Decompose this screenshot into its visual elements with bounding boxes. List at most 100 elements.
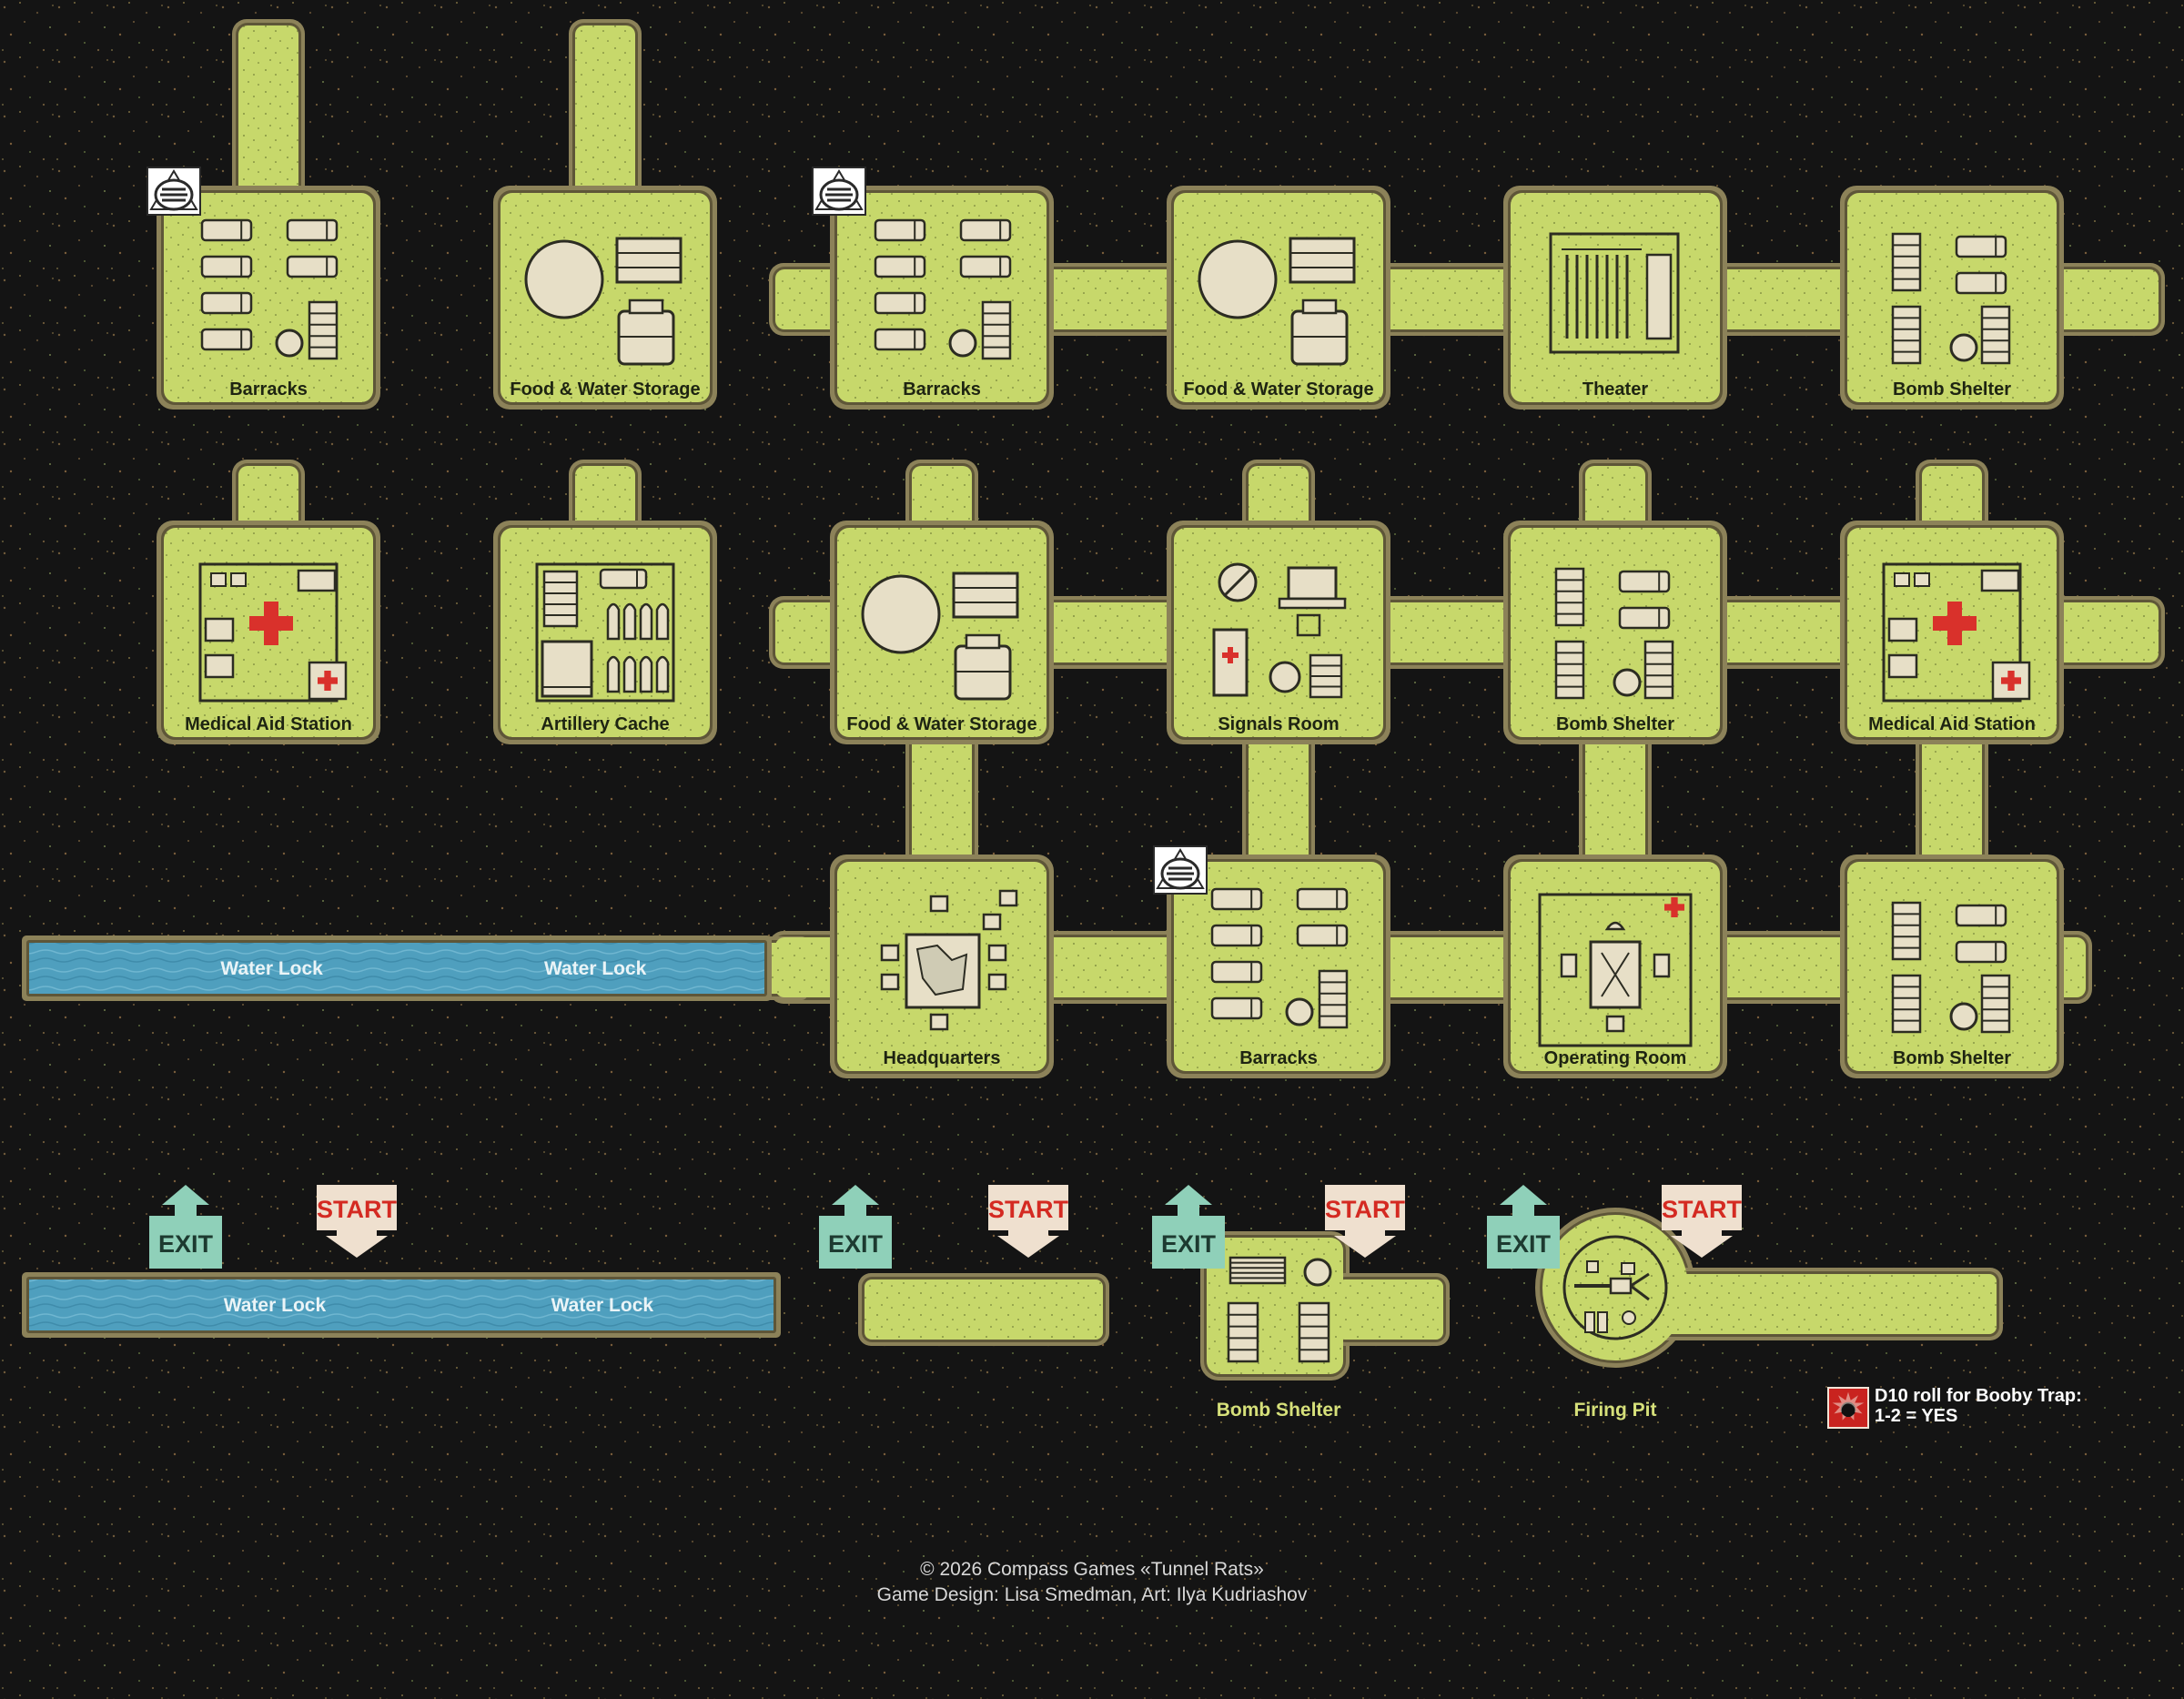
cot-icon	[1955, 235, 2007, 258]
start-sign-4[interactable]: START	[1662, 1185, 1742, 1258]
firing-pit-corridor-texture	[1638, 1274, 1997, 1334]
room-label: Headquarters	[884, 1048, 1001, 1068]
bunk-icon	[1228, 1256, 1287, 1285]
credit-designers: Game Design: Lisa Smedman, Art: Ilya Kud…	[876, 1584, 1308, 1605]
start-label: START	[317, 1196, 397, 1223]
cot-icon	[1210, 996, 1263, 1020]
bunk-icon	[1643, 640, 1674, 700]
booby-trap-line2: 1-2 = YES	[1875, 1406, 1958, 1426]
room-label: Barracks	[229, 379, 308, 399]
bunk-icon	[1980, 974, 2011, 1034]
room-label: Operating Room	[1544, 1048, 1687, 1068]
room-1[interactable]: Barracks	[157, 186, 380, 410]
water-lock-upper-link-texture	[770, 943, 801, 994]
start-sign-1[interactable]: START	[317, 1185, 397, 1258]
medical-cross-icon	[1222, 647, 1239, 663]
room-6[interactable]: Bomb Shelter	[1840, 186, 2064, 410]
start-arrow-icon	[326, 1230, 388, 1258]
room-label: Signals Room	[1218, 714, 1339, 734]
room-15[interactable]: Operating Room	[1503, 855, 1727, 1078]
exit-label: EXIT	[158, 1230, 214, 1258]
bunk-icon	[981, 300, 1012, 360]
room-7[interactable]: Medical Aid Station	[157, 521, 380, 744]
medical-cross-icon	[1664, 897, 1684, 917]
start-arrow-icon	[1671, 1230, 1733, 1258]
exit-label: EXIT	[828, 1230, 884, 1258]
room-label: Medical Aid Station	[185, 714, 352, 734]
booby-trap-line1: D10 roll for Booby Trap:	[1875, 1386, 2082, 1406]
corridor-row3-texture	[775, 937, 2086, 997]
entry-signs: EXIT EXIT EXIT EXIT START START START START	[149, 1185, 1742, 1269]
corridor-top-1-texture	[238, 25, 298, 198]
trapdoor-icon[interactable]	[811, 166, 867, 217]
room-label: Food & Water Storage	[510, 379, 700, 399]
cot-icon	[286, 218, 339, 242]
water-drum-icon	[524, 239, 604, 319]
water-drum-icon	[1949, 1002, 1978, 1031]
cot-icon	[874, 255, 926, 278]
trapdoor-icon[interactable]	[1152, 844, 1208, 895]
exit-sign-1[interactable]: EXIT	[149, 1185, 222, 1269]
exit-sign-4[interactable]: EXIT	[1487, 1185, 1560, 1269]
room-label: Food & Water Storage	[1183, 379, 1373, 399]
corridor-link-0-texture	[912, 728, 972, 874]
stool-icon	[987, 944, 1007, 962]
entry-corridor-texture	[864, 1279, 1103, 1340]
operating-table	[1538, 893, 1693, 1047]
booby-trap-rule: D10 roll for Booby Trap: 1-2 = YES	[1827, 1384, 2100, 1430]
room-2[interactable]: Food & Water Storage	[493, 186, 717, 410]
crate-icon	[615, 237, 682, 366]
stage-icon	[1549, 232, 1680, 354]
water-drum-icon	[1949, 333, 1978, 362]
bunk-icon	[1309, 653, 1343, 699]
exit-arrow-icon	[162, 1185, 209, 1219]
exit-sign-2[interactable]: EXIT	[819, 1185, 892, 1269]
room-12[interactable]: Medical Aid Station	[1840, 521, 2064, 744]
stool-icon	[998, 889, 1018, 907]
bunk-icon	[1980, 305, 2011, 365]
room-8[interactable]: Artillery Cache	[493, 521, 717, 744]
room-13[interactable]: Headquarters	[830, 855, 1054, 1078]
room-3[interactable]: Barracks	[830, 186, 1054, 410]
cot-icon	[959, 218, 1012, 242]
exit-sign-3[interactable]: EXIT	[1152, 1185, 1225, 1269]
credit-copyright: © 2026 Compass Games «Tunnel Rats»	[920, 1559, 1264, 1580]
room-5[interactable]: Theater	[1503, 186, 1727, 410]
exit-arrow-icon	[1500, 1185, 1547, 1219]
room-9[interactable]: Food & Water Storage	[830, 521, 1054, 744]
water-drum-icon	[948, 329, 977, 358]
shell-icon	[639, 602, 653, 641]
cot-icon	[1296, 924, 1349, 947]
artillery-frame	[535, 562, 675, 703]
room-16[interactable]: Bomb Shelter	[1840, 855, 2064, 1078]
shell-icon	[606, 602, 621, 641]
cot-icon	[200, 218, 253, 242]
shell-icon	[639, 655, 653, 693]
cot-icon	[874, 291, 926, 315]
trapdoor-icon[interactable]	[146, 166, 202, 217]
cot-icon	[1210, 924, 1263, 947]
room-10[interactable]: Signals Room	[1167, 521, 1390, 744]
stool-icon	[987, 973, 1007, 991]
room-14[interactable]: Barracks	[1167, 855, 1390, 1078]
water-drum-icon	[1285, 997, 1314, 1026]
water-drum-icon	[275, 329, 304, 358]
room-11[interactable]: Bomb Shelter	[1503, 521, 1727, 744]
cot-icon	[200, 255, 253, 278]
exit-label: EXIT	[1496, 1230, 1552, 1258]
exit-arrow-icon	[832, 1185, 879, 1219]
room-label: Theater	[1582, 379, 1648, 399]
cot-icon	[1296, 887, 1349, 911]
lamp-icon	[1604, 921, 1626, 931]
bunk-icon	[1891, 305, 1922, 365]
start-sign-3[interactable]: START	[1325, 1185, 1405, 1258]
start-sign-2[interactable]: START	[988, 1185, 1068, 1258]
map-table-icon	[880, 889, 1018, 1031]
water-lock-label: Water Lock	[551, 1295, 654, 1316]
room-4[interactable]: Food & Water Storage	[1167, 186, 1390, 410]
